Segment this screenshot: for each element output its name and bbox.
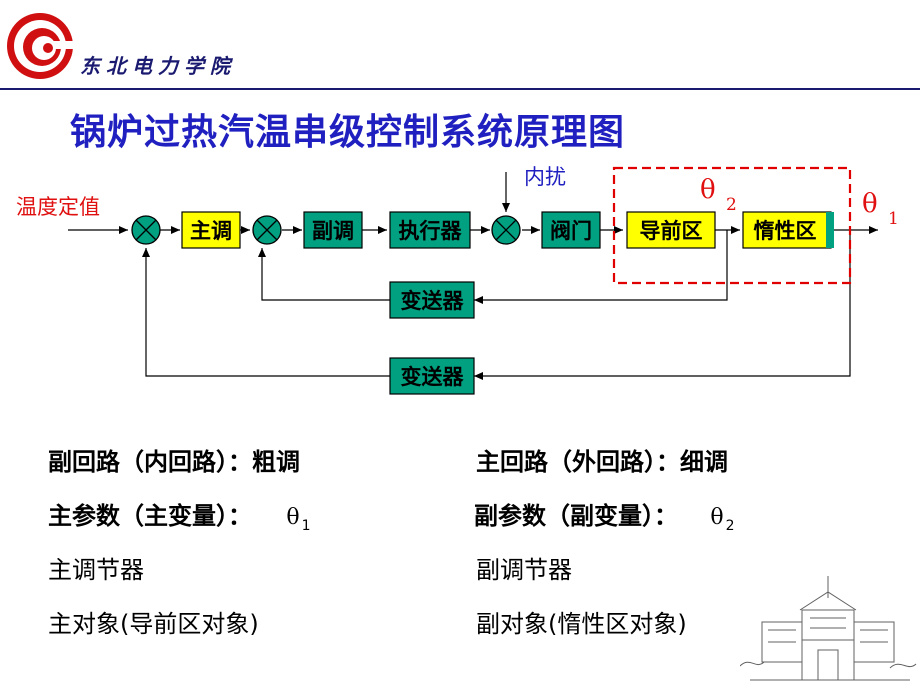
block-lead-zone: [626, 211, 716, 249]
inner-loop-note: 副回路（内回路）：粗调: [48, 448, 300, 476]
main-param-label: 主参数（主变量）：: [48, 502, 252, 530]
lead-zone-label: 导前区: [640, 219, 703, 243]
inner-feedback-line: [474, 230, 728, 304]
sub-param-theta: θ: [710, 505, 724, 530]
theta1-subscript: 1: [888, 209, 899, 229]
theta2-symbol: θ: [700, 175, 716, 205]
inner-feedback-return: [258, 248, 390, 301]
outer-loop-note: 主回路（外回路）：细调: [476, 448, 728, 476]
main-object-note: 主对象(导前区对象): [48, 610, 259, 638]
main-regulator-note: 主调节器: [48, 556, 144, 584]
building-sketch: [740, 576, 917, 681]
actuator-label: 执行器: [399, 219, 463, 243]
theta2-subscript: 2: [726, 195, 737, 215]
institution-name: 东北电力学院: [80, 54, 236, 78]
block-valve: [541, 211, 601, 249]
sub-param-label: 副参数（副变量）：: [474, 502, 678, 530]
institution-logo: [7, 13, 74, 79]
block-sub-controller: [303, 211, 363, 249]
process-highlight-box: [612, 166, 852, 285]
outer-feedback-return: [142, 248, 390, 377]
sub-object-note: 副对象(惰性区对象): [476, 610, 687, 638]
theta1-symbol: θ: [862, 189, 878, 219]
inert-zone-label: 惰性区: [754, 219, 817, 243]
setpoint-label: 温度定值: [16, 195, 100, 219]
block-transmitter-outer: [389, 357, 475, 395]
page-title: 锅炉过热汽温串级控制系统原理图: [70, 112, 626, 153]
valve-label: 阀门: [550, 219, 592, 243]
disturbance-label: 内扰: [524, 165, 566, 189]
main-param-theta: θ: [286, 505, 300, 530]
block-actuator: [389, 211, 471, 249]
transmitter-outer-label: 变送器: [401, 365, 465, 389]
sub-controller-label: 副调: [312, 219, 354, 243]
summing-junction-2: [252, 215, 282, 245]
summing-junction-1: [131, 215, 161, 245]
summing-junction-3: [491, 215, 521, 245]
sub-regulator-note: 副调节器: [476, 556, 572, 584]
sub-param-sub: 2: [725, 518, 735, 534]
block-transmitter-inner: [389, 281, 475, 319]
main-controller-label: 主调: [190, 219, 232, 243]
main-param-sub: 1: [301, 518, 311, 534]
block-main-controller: [181, 211, 241, 249]
transmitter-inner-label: 变送器: [401, 289, 465, 313]
header-divider: [0, 88, 920, 90]
outer-feedback-line: [474, 230, 851, 380]
block-inert-zone-edge: [826, 212, 834, 248]
